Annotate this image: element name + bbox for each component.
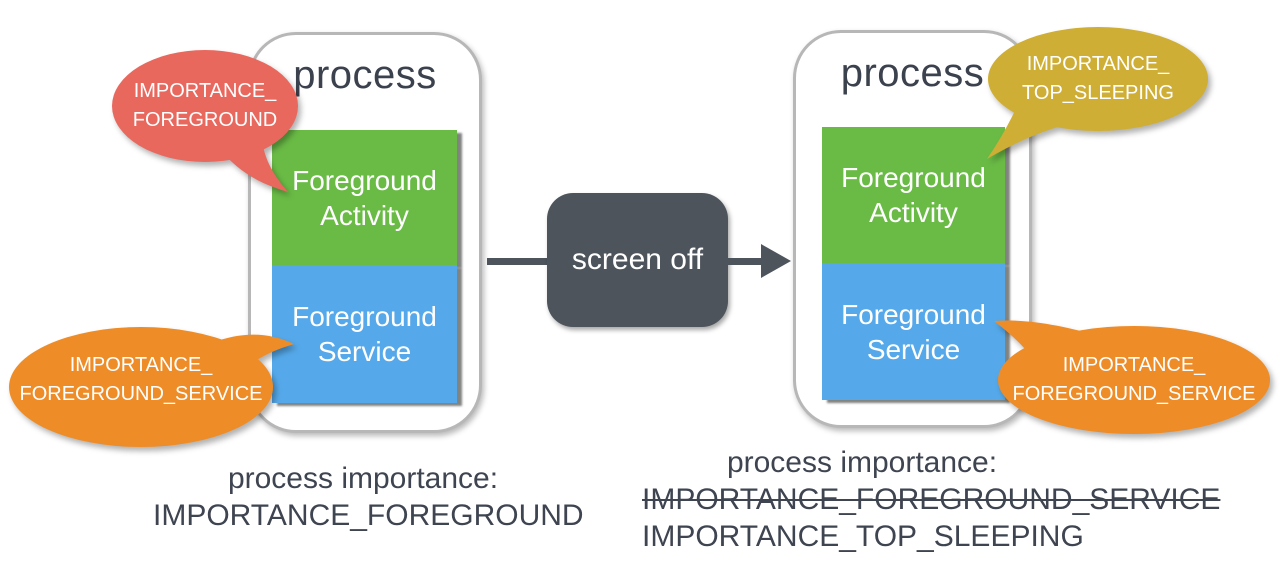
transition-arrow-line-left (487, 258, 549, 265)
right-caption-line3: IMPORTANCE_TOP_SLEEPING (642, 520, 1084, 553)
right-foreground-activity-block: Foreground Activity (822, 127, 1005, 263)
left-foreground-service-label: Foreground Service (292, 301, 437, 367)
screen-off-box: screen off (547, 193, 728, 327)
gold-callout-line2: TOP_SLEEPING (1022, 82, 1174, 104)
left-foreground-activity-block: Foreground Activity (272, 130, 457, 265)
left-caption-line2: IMPORTANCE_FOREGROUND (153, 499, 584, 532)
red-callout-line2: FOREGROUND (132, 109, 278, 131)
left-orange-callout-line1: IMPORTANCE_ (69, 354, 213, 376)
right-caption-line1: process importance: (726, 446, 998, 479)
right-foreground-activity-label: Foreground Activity (841, 162, 986, 228)
right-process-title: process (840, 51, 985, 95)
gold-callout-text: IMPORTANCE_ TOP_SLEEPING (998, 50, 1198, 108)
red-callout-line1: IMPORTANCE_ (133, 80, 277, 102)
left-caption-line1: process importance: (227, 462, 499, 495)
left-process-title: process (293, 53, 437, 97)
left-orange-callout-text: IMPORTANCE_ FOREGROUND_SERVICE (11, 351, 271, 409)
screen-off-label: screen off (571, 243, 704, 276)
gold-callout-line1: IMPORTANCE_ (1026, 53, 1170, 75)
left-foreground-service-block: Foreground Service (272, 265, 457, 403)
right-orange-callout-line1: IMPORTANCE_ (1062, 354, 1206, 376)
right-orange-callout-text: IMPORTANCE_ FOREGROUND_SERVICE (1003, 351, 1265, 409)
left-orange-callout-line2: FOREGROUND_SERVICE (19, 383, 263, 405)
transition-arrowhead-icon (761, 244, 791, 278)
right-foreground-service-block: Foreground Service (822, 263, 1005, 400)
right-process-importance-caption: process importance: IMPORTANCE_FOREGROUN… (642, 444, 1221, 555)
right-orange-callout-line2: FOREGROUND_SERVICE (1012, 383, 1256, 405)
transition-arrow-line-right (728, 258, 763, 265)
right-foreground-service-label: Foreground Service (841, 298, 986, 365)
left-foreground-activity-label: Foreground Activity (292, 164, 437, 231)
right-caption-line2-struck: IMPORTANCE_FOREGROUND_SERVICE (642, 483, 1221, 516)
red-callout-text: IMPORTANCE_ FOREGROUND (105, 77, 305, 135)
left-process-importance-caption: process importance: IMPORTANCE_FOREGROUN… (153, 460, 584, 534)
